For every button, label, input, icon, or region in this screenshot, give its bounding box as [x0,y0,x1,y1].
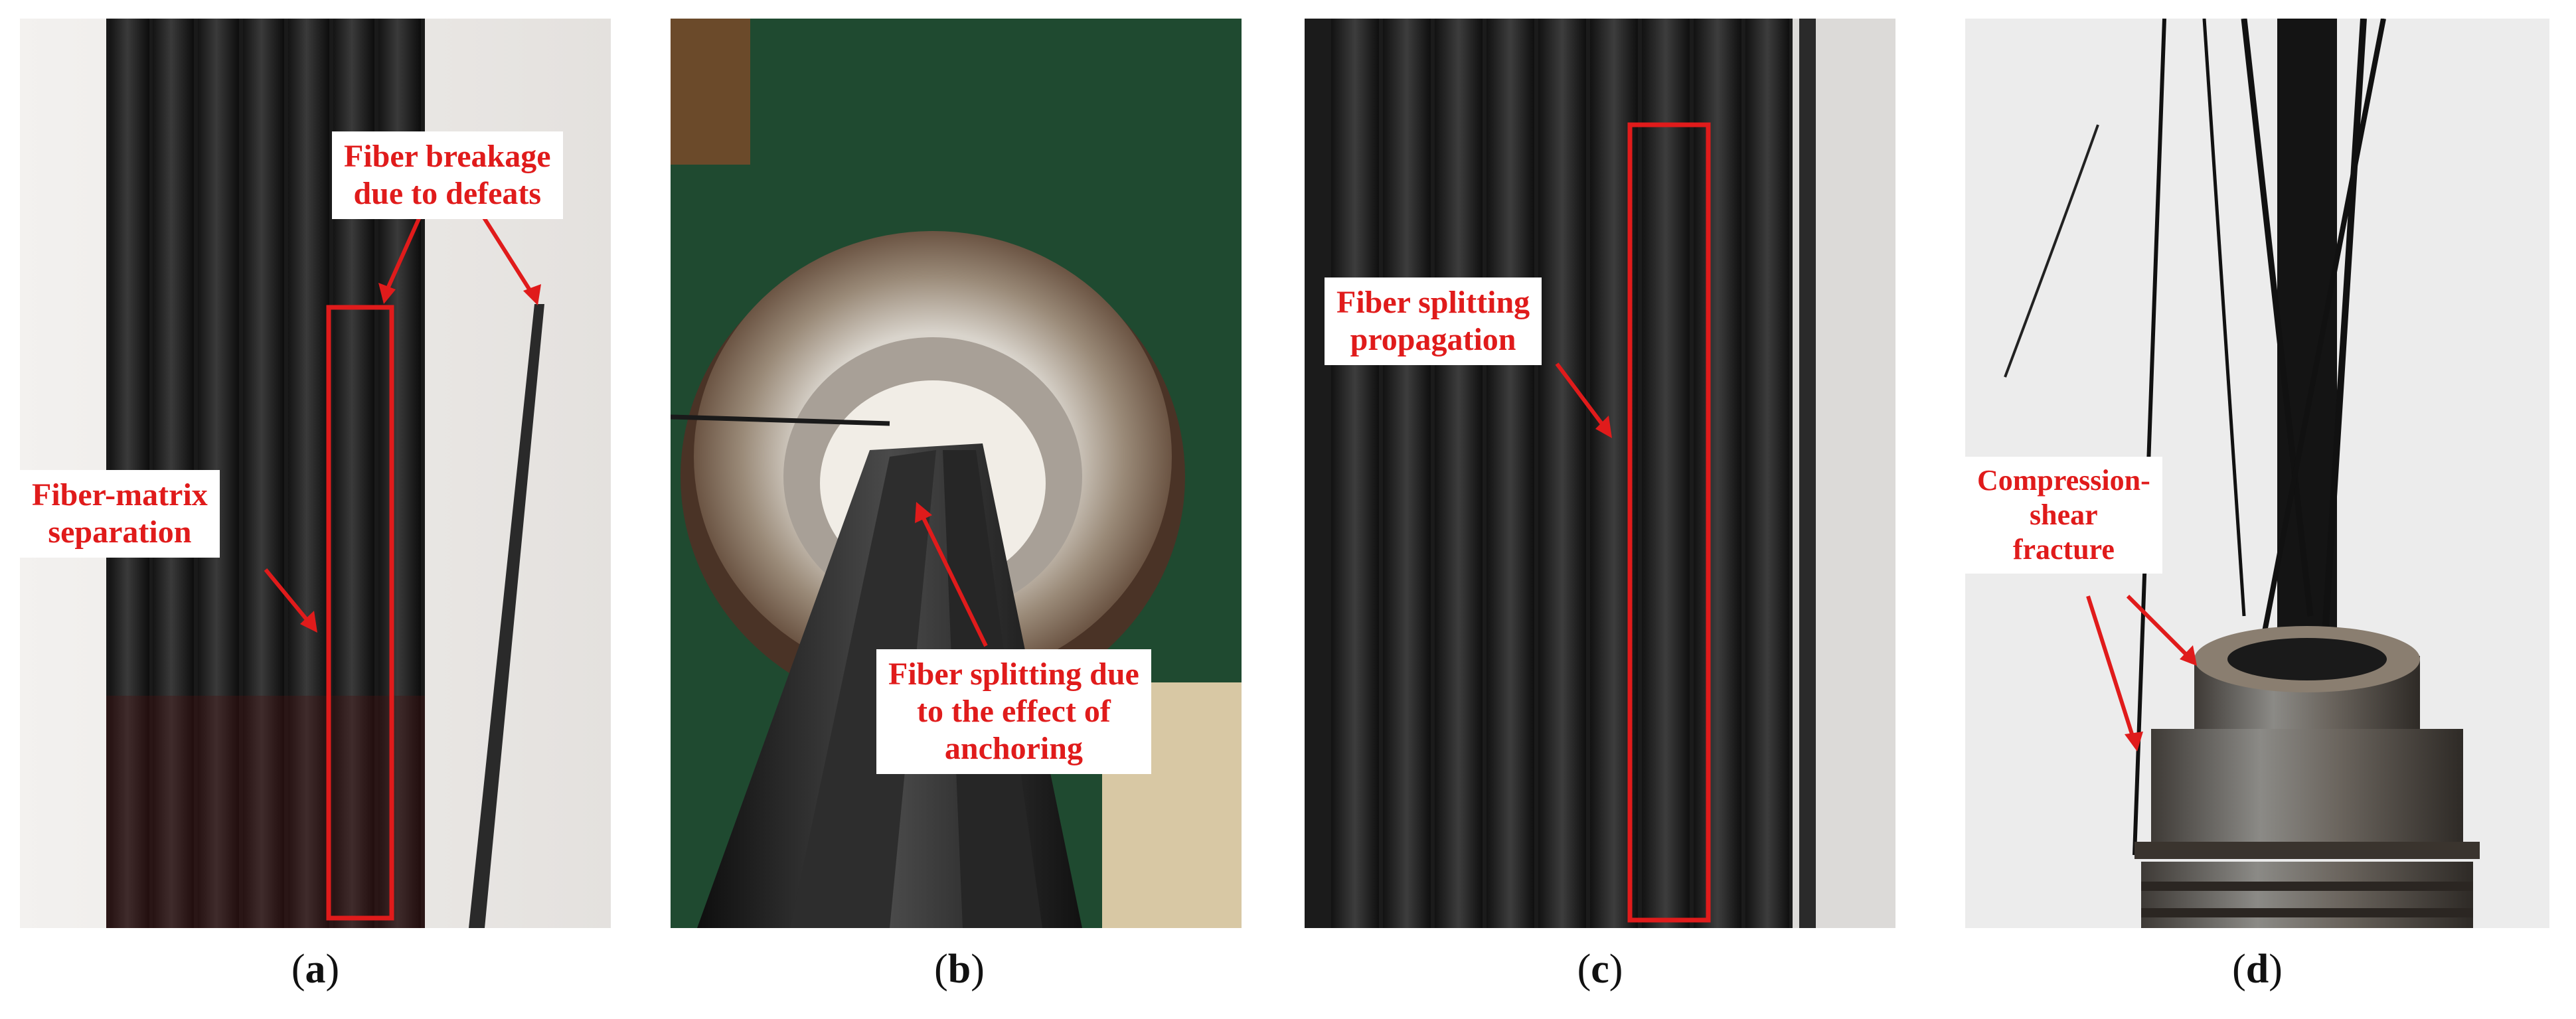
callout-line: to the effect of [917,694,1111,729]
photo-panel-b: Fiber splitting due to the effect of anc… [671,19,1242,928]
photo-panel-a: Fiber breakage due to defeats Fiber-matr… [20,19,611,928]
caption-paren: ( [934,947,948,992]
callout-line: propagation [1350,322,1516,357]
caption-b: (b) [893,943,1026,996]
callout-line: due to defeats [353,176,542,211]
callout-fiber-breakage: Fiber breakage due to defeats [332,131,563,219]
caption-paren: ( [1577,947,1591,992]
caption-letter: d [2245,947,2269,992]
caption-paren: ( [2232,947,2246,992]
caption-letter: b [947,947,971,992]
callout-fiber-matrix: Fiber-matrix separation [20,470,220,558]
caption-letter: a [305,947,326,992]
callout-line: Compression- [1977,464,2150,497]
caption-paren: ( [291,947,305,992]
callout-compression-shear: Compression- shear fracture [1965,457,2162,574]
callout-line: Fiber-matrix [32,477,208,512]
photo-panel-c: Fiber splitting propagation [1305,19,1895,928]
callout-fiber-splitting-anchoring: Fiber splitting due to the effect of anc… [876,649,1151,774]
photo-panel-d: Compression- shear fracture [1965,19,2549,928]
callout-line: shear [2030,499,2098,531]
photo-c-rods [1305,19,1895,928]
caption-paren: ) [325,947,340,992]
photo-b-anchor [671,19,1242,928]
caption-letter: c [1591,947,1609,992]
caption-paren: ) [971,947,985,992]
caption-a: (a) [249,943,382,996]
callout-line: separation [48,514,192,550]
caption-paren: ) [2269,947,2283,992]
caption-c: (c) [1534,943,1666,996]
callout-line: Fiber splitting due [888,657,1139,692]
callout-fiber-splitting-propagation: Fiber splitting propagation [1325,277,1542,365]
callout-line: fracture [2012,533,2115,566]
callout-line: Fiber breakage [344,139,551,174]
callout-line: anchoring [944,731,1083,766]
caption-paren: ) [1609,947,1623,992]
callout-line: Fiber splitting [1336,285,1530,320]
caption-d: (d) [2191,943,2324,996]
